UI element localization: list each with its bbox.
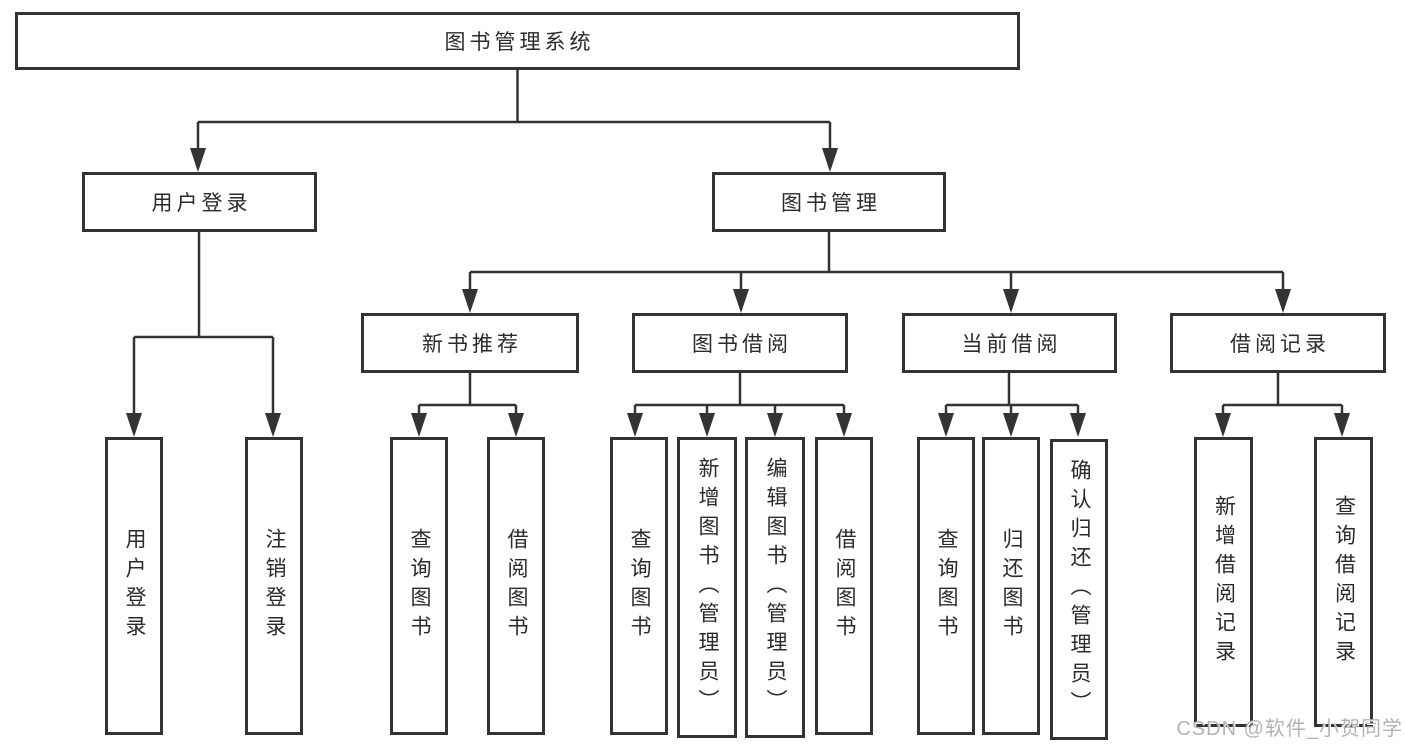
arrowhead [411,413,427,437]
arrowhead [699,413,715,437]
arrowhead [508,413,524,437]
leaf-add-books-admin: 新增图书（管理员） [677,437,737,738]
leaf-recommend-borrow-books: 借阅图书 [487,437,545,735]
node-current-borrowing: 当前借阅 [902,313,1117,373]
arrowhead [767,413,783,437]
connector [468,232,1285,293]
node-label: 新增借阅记录 [1212,495,1236,669]
node-label: 图书管理 [781,192,881,215]
node-label: 图书借阅 [692,333,792,356]
arrowhead [1070,413,1086,437]
leaf-recommend-query-books: 查询图书 [390,437,448,735]
arrowheads [126,148,1350,437]
node-label: 确认归还（管理员） [1068,459,1091,720]
connector [1221,373,1344,417]
node-label: 借阅图书 [833,528,856,644]
leaf-add-borrow-record: 新增借阅记录 [1194,437,1253,727]
node-label: 归还图书 [1000,528,1023,644]
node-label: 图书管理系统 [444,31,595,54]
arrowhead [1003,413,1019,437]
leaf-borrow-query-books: 查询图书 [610,437,668,735]
arrowhead [938,413,954,437]
node-label: 当前借阅 [961,333,1062,356]
arrowhead [1275,289,1291,313]
node-label: 用户登录 [123,528,146,644]
node-label: 查询图书 [408,528,431,644]
node-user-login: 用户登录 [82,172,317,232]
leaf-query-borrow-record: 查询借阅记录 [1314,437,1373,727]
arrowhead [126,413,142,437]
leaf-borrow-books: 借阅图书 [815,437,873,735]
leaf-logout: 注销登录 [245,437,303,735]
leaf-current-query-books: 查询图书 [917,437,975,735]
leaf-return-books: 归还图书 [982,437,1040,735]
node-label: 新书推荐 [422,333,522,356]
node-label: 查询图书 [628,528,651,644]
leaf-user-login: 用户登录 [105,437,163,735]
node-label: 用户登录 [151,192,252,215]
leaf-confirm-return-admin: 确认归还（管理员） [1050,439,1108,740]
connector [633,373,846,417]
arrowhead [190,148,206,172]
connector [132,232,275,417]
node-borrowing-records: 借阅记录 [1170,313,1386,373]
node-label: 借阅图书 [505,528,528,644]
node-label: 注销登录 [263,528,286,644]
node-book-management: 图书管理 [712,172,946,232]
arrowhead [462,289,478,313]
leaf-edit-books-admin: 编辑图书（管理员） [745,437,805,738]
csdn-watermark: CSDN @软件_小贺同学 [1176,718,1403,740]
connector [417,373,518,417]
arrowhead [1003,289,1019,313]
node-label: 新增图书（管理员） [696,457,719,718]
connector-segments [132,70,1344,417]
arrowhead [265,413,281,437]
node-new-book-recommendation: 新书推荐 [361,313,579,373]
arrowhead [1334,413,1350,437]
arrowhead [836,413,852,437]
arrowhead [822,148,838,172]
node-library-management-system: 图书管理系统 [15,12,1020,70]
node-label: 查询借阅记录 [1332,495,1356,669]
connector [944,373,1080,417]
arrowhead [627,413,643,437]
connector [196,70,832,152]
node-book-borrowing: 图书借阅 [632,313,848,373]
node-label: 借阅记录 [1230,333,1330,356]
arrowhead [733,289,749,313]
node-label: 编辑图书（管理员） [764,457,787,718]
node-label: 查询图书 [935,528,958,644]
arrowhead [1215,413,1231,437]
